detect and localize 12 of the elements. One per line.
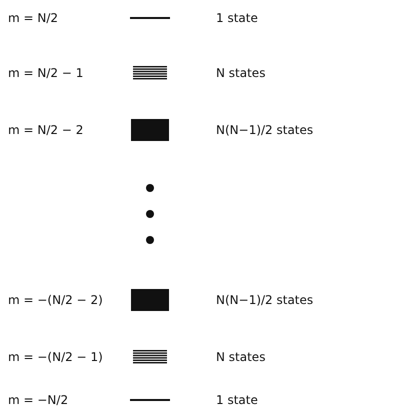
state-count-label: 1 state — [216, 393, 258, 407]
state-count-label: N states — [216, 66, 266, 80]
quantum-number-label: m = N/2 − 1 — [8, 66, 84, 80]
quantum-number-label: m = N/2 — [8, 11, 58, 25]
quantum-number-label: m = N/2 − 2 — [8, 123, 84, 137]
quantum-number-label: m = −(N/2 − 1) — [8, 350, 103, 364]
quantum-number-label: m = −N/2 — [8, 393, 68, 407]
state-count-label: N states — [216, 350, 266, 364]
state-count-label: 1 state — [216, 11, 258, 25]
quantum-number-label: m = −(N/2 − 2) — [8, 293, 103, 307]
state-count-label: N(N−1)/2 states — [216, 293, 314, 307]
state-count-label: N(N−1)/2 states — [216, 123, 314, 137]
